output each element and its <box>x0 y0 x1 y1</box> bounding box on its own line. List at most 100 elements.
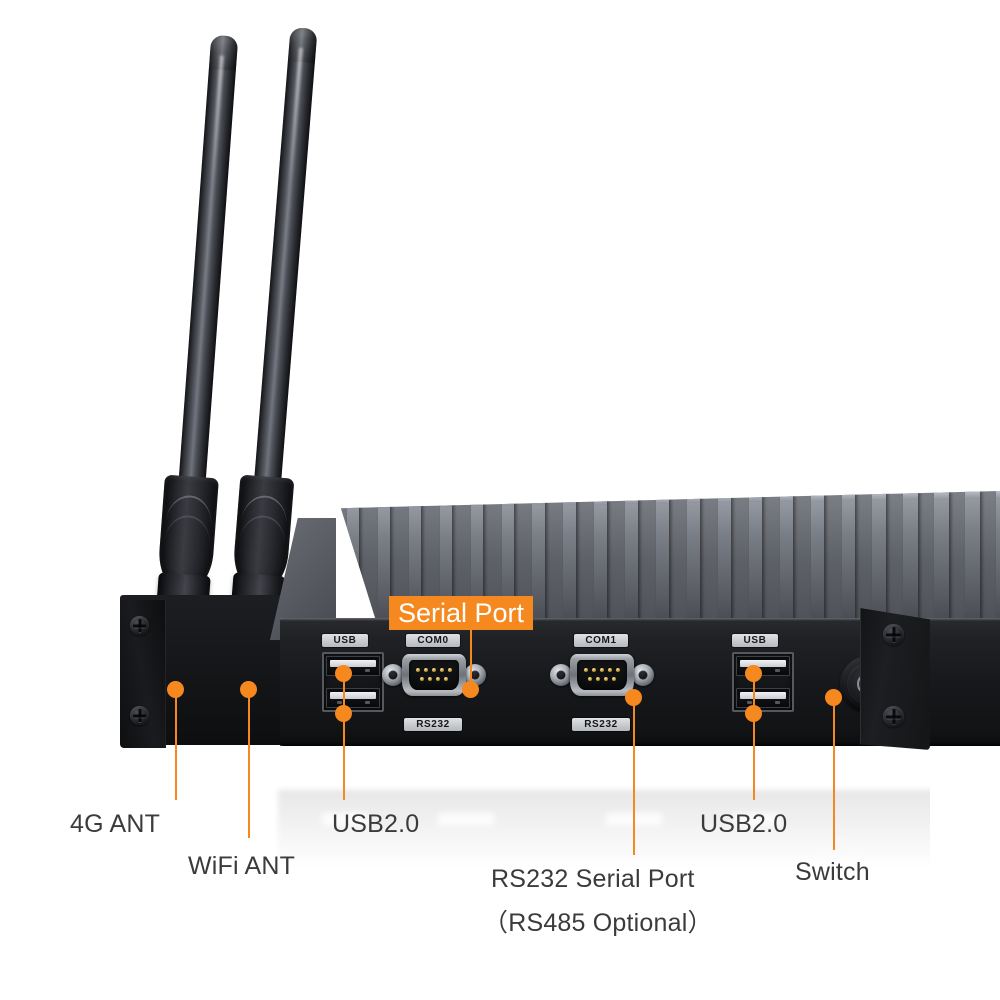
db9-pin <box>603 677 608 682</box>
heatsink-fin <box>779 494 794 626</box>
leader-rs232 <box>633 700 635 855</box>
leader-4g-ant <box>175 692 177 800</box>
chassis-left-panel <box>120 600 166 748</box>
db9-cavity-com0 <box>409 660 459 690</box>
db9-pin <box>607 667 612 672</box>
heatsink-fin <box>965 491 980 626</box>
reflection-jackscrew-a <box>400 856 420 876</box>
db9-pin <box>439 667 444 672</box>
usb-contact <box>747 701 752 704</box>
db9-shell-com1 <box>570 654 634 696</box>
callout-rs232-serial-port: RS232 Serial Port <box>491 865 695 893</box>
port-label-com0-bottom: RS232 <box>404 718 462 731</box>
leader-wifi-ant <box>248 692 250 838</box>
leader-usb-right <box>753 668 755 800</box>
callout-switch: Switch <box>795 858 870 886</box>
db9-pin <box>591 667 596 672</box>
front-panel-top-edge <box>280 618 1000 621</box>
leader-serial-port <box>470 630 472 690</box>
port-label-usb-right: USB <box>732 634 778 647</box>
dot-serial-port <box>462 681 479 698</box>
db9-pin <box>443 677 448 682</box>
antenna-wifi-rod <box>252 27 318 508</box>
heatsink-fin <box>625 496 639 627</box>
heatsink-fin <box>656 495 670 627</box>
reflection-usb-right <box>726 834 788 892</box>
db9-pin <box>615 667 620 672</box>
heatsink-fin-cap <box>656 495 670 504</box>
antenna-4g-rod <box>176 34 239 508</box>
usb-contact <box>365 669 370 672</box>
heatsink-fin <box>903 492 918 626</box>
heatsink-fin-cap <box>377 499 391 508</box>
db9-shell-com0 <box>402 654 466 696</box>
callout-usb-left: USB2.0 <box>332 810 420 838</box>
chassis-right-panel <box>860 608 930 750</box>
chassis-screw-left-bottom <box>130 706 149 725</box>
heatsink-fin-array <box>341 490 1000 642</box>
usb-port-left[interactable] <box>322 652 384 712</box>
heatsink-fin <box>841 493 856 626</box>
heatsink-fin-cap <box>687 495 701 504</box>
db9-pin <box>599 667 604 672</box>
serial-port-com1[interactable] <box>550 654 654 696</box>
usb-port-left-lower[interactable] <box>326 688 380 708</box>
heatsink-fin-cap <box>501 497 515 506</box>
usb-tongue <box>330 660 376 667</box>
heatsink-fin-cap <box>872 492 887 501</box>
heatsink-fin-cap <box>779 494 794 502</box>
heatsink-fin-cap <box>748 494 763 503</box>
callout-4g-ant: 4G ANT <box>70 810 161 838</box>
serial-port-badge: Serial Port <box>389 596 534 630</box>
db9-pin <box>423 667 428 672</box>
db9-pin <box>431 667 436 672</box>
usb-port-right[interactable] <box>732 652 794 712</box>
heatsink-fin-cap <box>903 492 918 501</box>
db9-pin <box>435 677 440 682</box>
db9-pin <box>415 667 420 672</box>
heatsink-fin-cap <box>347 500 359 508</box>
port-label-com1-bottom: RS232 <box>572 718 630 731</box>
heatsink-fin <box>810 493 825 626</box>
db9-pin <box>447 667 452 672</box>
reflection-usb-left <box>314 834 376 892</box>
heatsink-fin-cap <box>563 497 577 505</box>
usb-port-right-lower[interactable] <box>736 688 790 708</box>
db9-pin <box>419 677 424 682</box>
jackscrew-left <box>550 664 572 686</box>
dot-rs232-com1 <box>625 689 642 706</box>
db9-pin <box>611 677 616 682</box>
heatsink-fin <box>717 494 732 627</box>
dot-4g-ant <box>167 681 184 698</box>
heatsink-fin <box>563 497 577 627</box>
jackscrew-right <box>464 664 486 686</box>
heatsink-fin-cap <box>965 491 980 500</box>
dot-usb-right-lower <box>745 705 762 722</box>
dot-switch <box>825 689 842 706</box>
callout-usb-right: USB2.0 <box>700 810 788 838</box>
dot-usb-left-upper <box>335 665 352 682</box>
heatsink-fin <box>996 491 1000 625</box>
callout-wifi-ant: WiFi ANT <box>188 852 296 880</box>
serial-port-com0[interactable] <box>382 654 486 696</box>
heatsink-fin-cap <box>841 493 856 502</box>
leader-switch <box>833 700 835 850</box>
heatsink-fin-cap <box>996 491 1000 499</box>
heatsink-fin-cap <box>439 498 453 507</box>
front-panel-bottom-edge <box>280 742 1000 746</box>
heatsink-fin <box>872 492 887 626</box>
dot-wifi-ant <box>240 681 257 698</box>
heatsink-fin-cap <box>934 491 949 500</box>
chassis-screw-left-top <box>130 616 149 635</box>
usb-tongue <box>740 660 786 667</box>
heatsink-fin <box>347 500 359 628</box>
callout-rs485-optional: （RS485 Optional） <box>483 909 713 937</box>
dot-usb-right-upper <box>745 665 762 682</box>
jackscrew-left <box>382 664 404 686</box>
db9-pin <box>587 677 592 682</box>
heatsink-fin-cap <box>532 497 546 506</box>
heatsink-fin <box>934 491 949 626</box>
db9-pin <box>427 677 432 682</box>
dot-usb-left-lower <box>335 705 352 722</box>
